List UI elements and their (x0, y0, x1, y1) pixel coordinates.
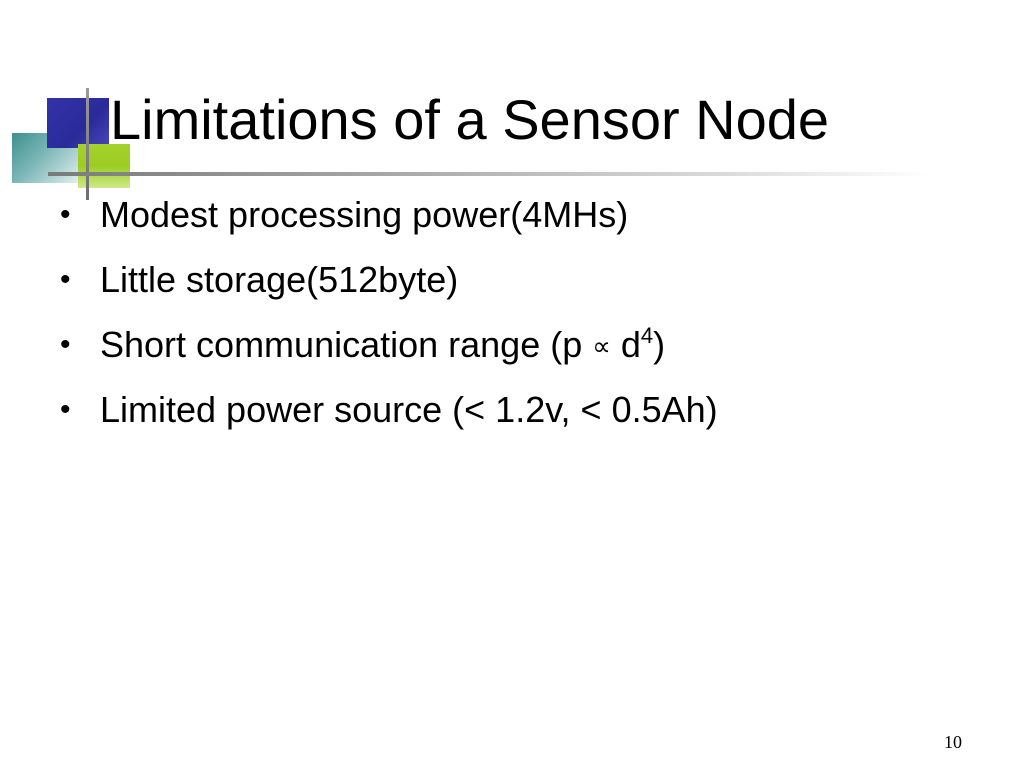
bullet-dot-icon: • (60, 263, 71, 296)
bullet-dot-icon: • (60, 328, 71, 361)
bullet-item-communication-range: • Short communication range (p ∝ d4) (58, 316, 718, 374)
page-number: 10 (944, 732, 962, 752)
bullet-text-mid: d (610, 324, 641, 365)
bullet-text: Little storage(512byte) (100, 259, 459, 300)
bullet-text-after: ) (653, 324, 666, 365)
exponent-superscript: 4 (640, 323, 654, 348)
bullet-item-processing-power: • Modest processing power(4MHs) (58, 186, 718, 244)
bullet-text: Modest processing power(4MHs) (100, 194, 629, 235)
bullet-text: Limited power source (< 1.2v, < 0.5Ah) (100, 389, 718, 430)
decorative-vertical-rule (86, 88, 89, 200)
title-underline-rule (48, 172, 928, 176)
slide-title: Limitations of a Sensor Node (110, 88, 830, 151)
bullet-dot-icon: • (60, 198, 71, 231)
proportional-to-symbol: ∝ (592, 332, 611, 362)
bullet-dot-icon: • (60, 393, 71, 426)
bullet-item-storage: • Little storage(512byte) (58, 251, 718, 309)
bullet-item-power-source: • Limited power source (< 1.2v, < 0.5Ah) (58, 381, 718, 439)
bullet-list: • Modest processing power(4MHs) • Little… (58, 186, 718, 446)
bullet-text-before: Short communication range (p (100, 324, 593, 365)
decorative-blue-square (47, 98, 109, 148)
